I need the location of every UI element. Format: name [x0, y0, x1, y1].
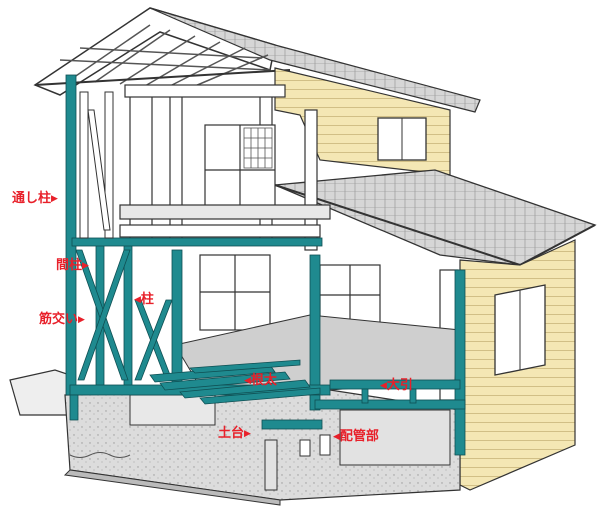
label-sleeper-text: 大引: [386, 378, 413, 393]
label-through-post: 通し柱▶: [12, 191, 58, 207]
label-post: ◀柱: [134, 292, 154, 308]
foundation: [9, 369, 461, 506]
post-center: [171, 249, 183, 391]
post-mid: [309, 254, 321, 411]
label-joist-text: 根太: [250, 373, 277, 388]
post-right: [454, 269, 466, 456]
upper-studs: [79, 91, 114, 239]
label-sill: 土台▶: [218, 426, 251, 442]
upper-roof: [33, 7, 481, 113]
stud-right: [123, 244, 133, 391]
lower-siding-wall: [459, 239, 576, 491]
sleeper-beam: [329, 379, 461, 390]
lower-roof: [274, 169, 597, 266]
label-stud: 間柱▶: [56, 258, 89, 274]
arrow-right-icon: ▶: [82, 261, 89, 271]
upper-floor-frame: [119, 84, 331, 251]
structural-frame: [65, 74, 466, 456]
label-brace: 筋交い▶: [39, 312, 85, 328]
label-piping: ◀配管部: [333, 429, 379, 445]
label-brace-text: 筋交い: [39, 312, 79, 327]
arrow-left-icon: ◀: [380, 381, 387, 391]
sill-segment: [261, 419, 323, 430]
brace-2: [77, 249, 131, 381]
label-stud-text: 間柱: [56, 258, 83, 273]
arrow-right-icon: ▶: [244, 429, 251, 439]
label-joist: ◀根太: [244, 373, 277, 389]
sill-plate-right: [314, 399, 466, 410]
lattice-window: [243, 127, 273, 169]
arrow-left-icon: ◀: [244, 376, 251, 386]
arrow-right-icon: ▶: [78, 315, 85, 325]
label-sleeper: ◀大引: [380, 378, 413, 394]
upper-siding-wall: [274, 67, 451, 176]
through-post: [65, 74, 77, 396]
label-piping-text: 配管部: [339, 429, 379, 444]
floor-joists: [149, 359, 321, 405]
brace-4: [134, 299, 173, 381]
label-sill-text: 土台: [218, 426, 245, 441]
label-post-text: 柱: [140, 292, 154, 307]
arrow-left-icon: ◀: [134, 295, 141, 305]
arrow-right-icon: ▶: [51, 194, 58, 204]
top-beam: [71, 237, 323, 247]
label-through-post-text: 通し柱: [12, 191, 52, 206]
arrow-left-icon: ◀: [333, 432, 340, 442]
